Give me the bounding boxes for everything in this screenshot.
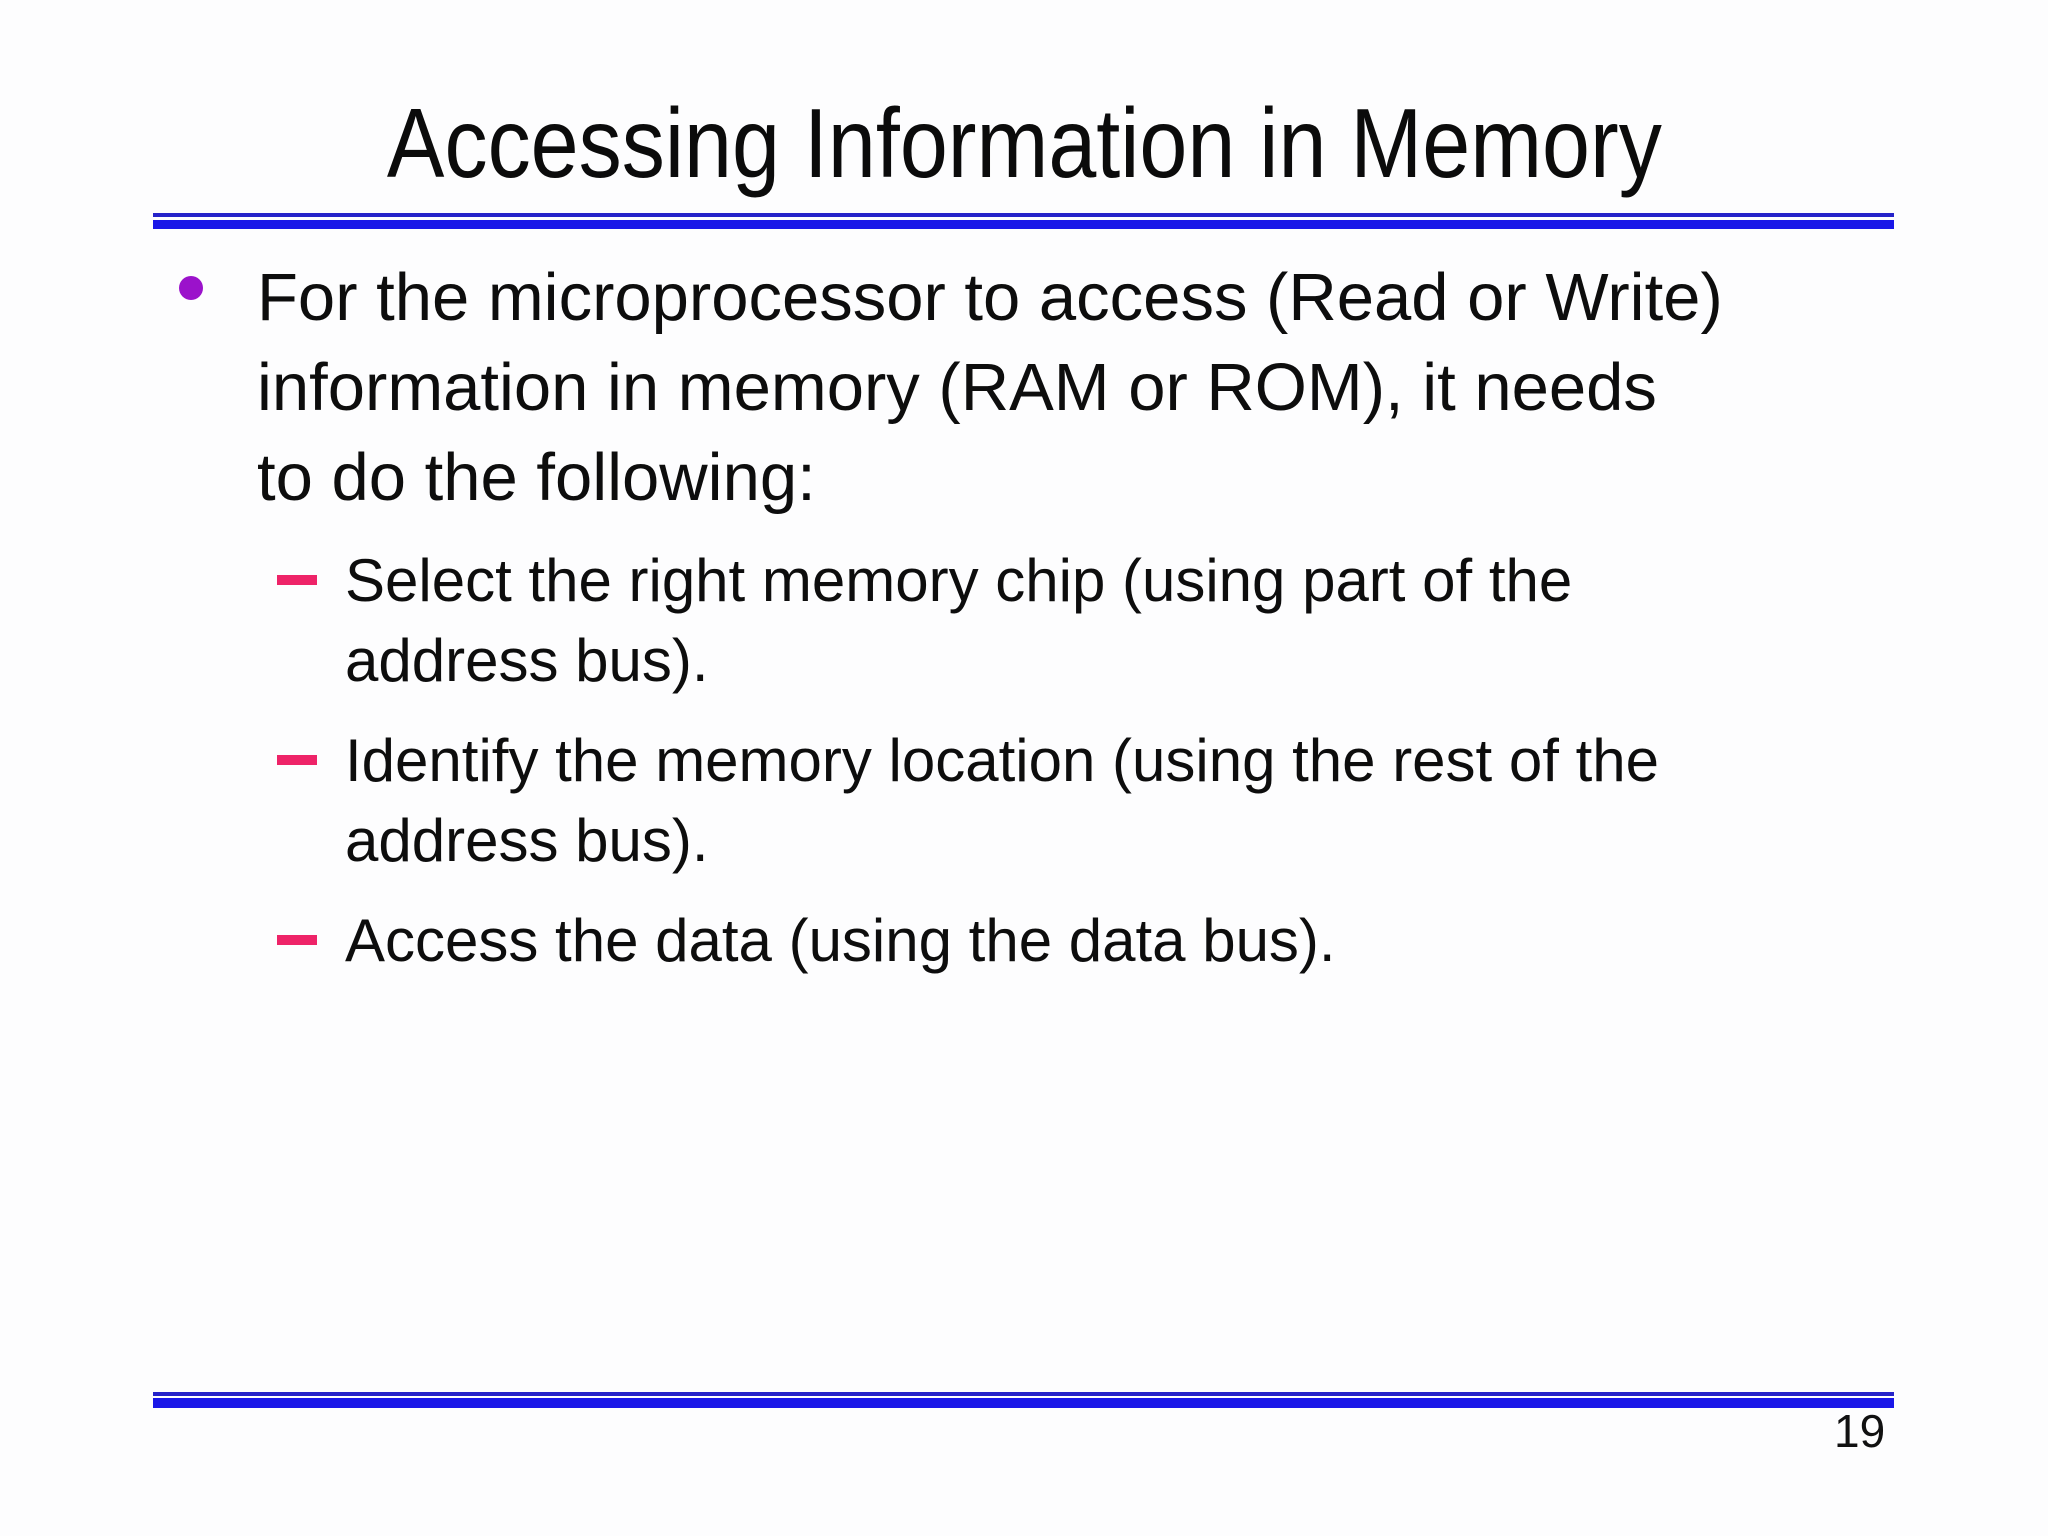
sub-bullet-text-line: Identify the memory location (using the … xyxy=(345,727,1659,794)
page-number: 19 xyxy=(1834,1405,1886,1457)
bullet-text-line: to do the following: xyxy=(257,440,816,515)
title-underline-thick xyxy=(153,220,1894,229)
dash-bullet-icon xyxy=(277,575,317,585)
title-underline-thin xyxy=(153,213,1894,217)
sub-bullet-item-identify-location: Identify the memory location (using the … xyxy=(277,721,1659,881)
dash-bullet-icon xyxy=(277,755,317,765)
dash-bullet-icon xyxy=(277,935,317,945)
bullet-dot-icon xyxy=(179,276,203,300)
bullet-text-line: information in memory (RAM or ROM), it n… xyxy=(257,350,1657,425)
sub-bullet-item-select-chip: Select the right memory chip (using part… xyxy=(277,541,1573,701)
sub-bullet-text-line: address bus). xyxy=(345,627,709,694)
sub-bullet-text-line: address bus). xyxy=(345,807,709,874)
sub-bullet-text-line: Select the right memory chip (using part… xyxy=(345,547,1573,614)
footer-rule-thin xyxy=(153,1392,1894,1396)
bullet-text-line: For the microprocessor to access (Read o… xyxy=(257,260,1723,335)
bullet-item-main: For the microprocessor to access (Read o… xyxy=(179,253,1723,523)
slide-title-text: Accessing Information in Memory xyxy=(386,88,1662,198)
footer-rule-thick xyxy=(153,1398,1894,1408)
sub-bullet-text-line: Access the data (using the data bus). xyxy=(345,907,1336,974)
slide-title: Accessing Information in Memory xyxy=(0,94,2048,192)
sub-bullet-item-access-data: Access the data (using the data bus). xyxy=(277,901,1336,981)
